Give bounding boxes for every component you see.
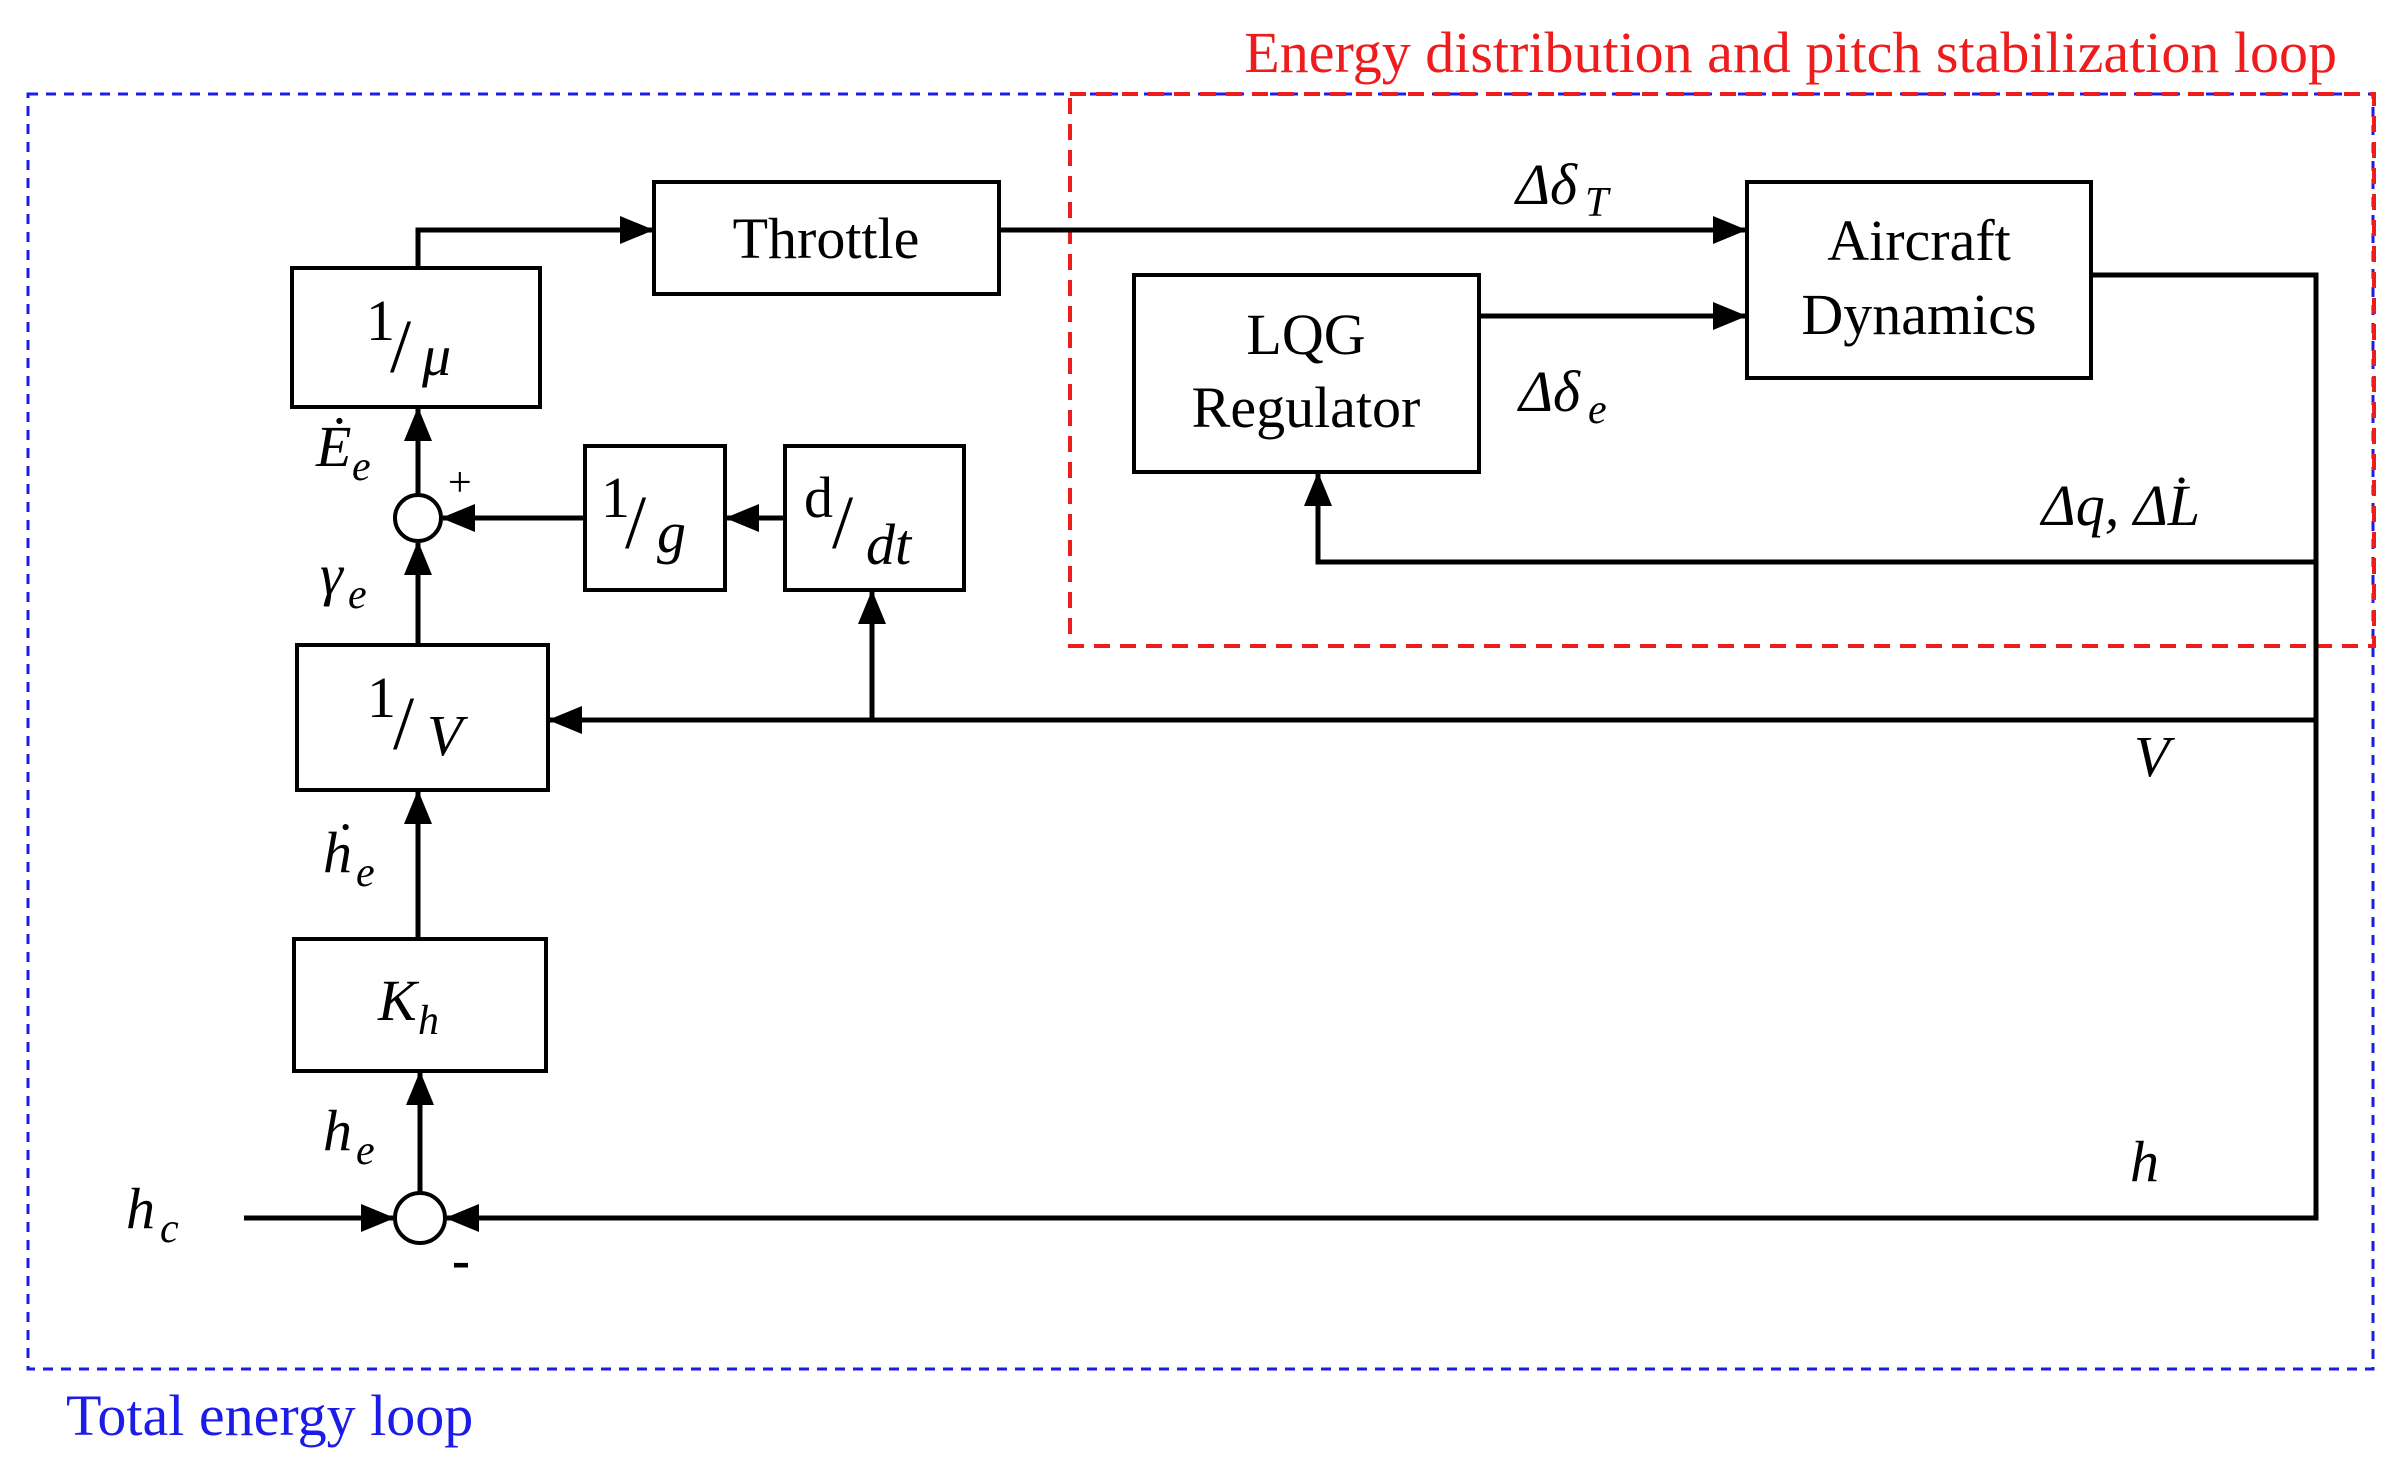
hc-main: h bbox=[126, 1176, 155, 1241]
inverse-mu-denominator: μ bbox=[421, 323, 451, 388]
energy-distribution-loop-title: Energy distribution and pitch stabilizat… bbox=[1244, 20, 2337, 85]
derivative-fraction: d / dt bbox=[804, 465, 913, 577]
dq-dl-feedback-arrow bbox=[1304, 472, 2316, 565]
aircraft-output-trunk bbox=[445, 272, 2319, 1232]
hc-label: h c bbox=[126, 1176, 179, 1252]
inverse-g-numerator: 1 bbox=[601, 465, 630, 530]
delta-t-label: Δδ T bbox=[1514, 152, 1611, 226]
inverse-v-fraction: 1 / V bbox=[367, 665, 469, 768]
altitude-summing-junction bbox=[393, 1191, 447, 1245]
inverse-g-denominator: g bbox=[657, 500, 686, 565]
throttle-command-arrow bbox=[415, 216, 654, 268]
dq-dl-label: Δq, ΔL̇ bbox=[2040, 473, 2200, 538]
energy-distribution-loop-border bbox=[1068, 92, 2376, 648]
ee-dot-main: Ė bbox=[315, 414, 351, 479]
gamma-e-subscript: e bbox=[348, 572, 367, 618]
delta-t-subscript: T bbox=[1585, 180, 1611, 226]
throttle-label: Throttle bbox=[733, 206, 920, 271]
inverse-v-numerator: 1 bbox=[367, 665, 396, 730]
derivative-slash: / bbox=[832, 481, 854, 565]
derivative-block bbox=[783, 444, 966, 592]
lqg-regulator-label-line2: Regulator bbox=[1192, 375, 1421, 440]
lqg-regulator-block bbox=[1132, 273, 1481, 474]
he-main: h bbox=[323, 1098, 352, 1163]
inverse-mu-numerator: 1 bbox=[366, 288, 395, 353]
minus-sign: - bbox=[452, 1230, 470, 1290]
hc-subscript: c bbox=[160, 1206, 179, 1252]
ee-dot-subscript: e bbox=[352, 444, 371, 490]
h-signal-label: h bbox=[2130, 1129, 2159, 1194]
kh-subscript: h bbox=[418, 998, 439, 1044]
aircraft-dynamics-label-line2: Dynamics bbox=[1801, 282, 2036, 347]
inverse-mu-slash: / bbox=[390, 305, 412, 389]
lqg-regulator-label-line1: LQG bbox=[1246, 302, 1365, 367]
aircraft-dynamics-label-line1: Aircraft bbox=[1827, 208, 2011, 273]
derivative-denominator: dt bbox=[866, 512, 913, 577]
kh-gain-label: K h bbox=[377, 968, 439, 1044]
delta-e-main: Δδ bbox=[1517, 359, 1581, 424]
total-energy-loop-title: Total energy loop bbox=[66, 1383, 473, 1448]
plus-sign: + bbox=[448, 460, 472, 506]
he-dot-label: ḣ e bbox=[323, 820, 375, 896]
kh-gain-block bbox=[292, 937, 548, 1073]
inverse-g-fraction: 1 / g bbox=[601, 465, 686, 565]
inverse-mu-fraction: 1 / μ bbox=[366, 288, 451, 389]
he-label: h e bbox=[323, 1098, 375, 1174]
gamma-e-main: γ bbox=[320, 542, 345, 607]
delta-e-label: Δδ e bbox=[1517, 359, 1607, 433]
aircraft-dynamics-block bbox=[1745, 180, 2093, 380]
ee-dot-label: Ė e bbox=[315, 414, 371, 490]
inverse-v-slash: / bbox=[393, 682, 415, 766]
he-dot-subscript: e bbox=[356, 850, 375, 896]
inverse-mu-block bbox=[290, 266, 542, 409]
inverse-v-block bbox=[295, 643, 550, 792]
delta-e-subscript: e bbox=[1588, 387, 1607, 433]
throttle-block bbox=[652, 180, 1001, 296]
inverse-v-denominator: V bbox=[427, 703, 469, 768]
he-subscript: e bbox=[356, 1128, 375, 1174]
kh-main: K bbox=[377, 968, 420, 1033]
v-signal-label: V bbox=[2134, 724, 2176, 789]
he-dot-main: ḣ bbox=[323, 820, 352, 885]
inverse-g-block bbox=[583, 444, 727, 592]
inverse-g-slash: / bbox=[625, 481, 647, 565]
energy-summing-junction bbox=[393, 493, 443, 543]
gamma-e-label: γ e bbox=[320, 542, 367, 618]
derivative-numerator: d bbox=[804, 465, 833, 530]
delta-t-main: Δδ bbox=[1514, 152, 1578, 217]
